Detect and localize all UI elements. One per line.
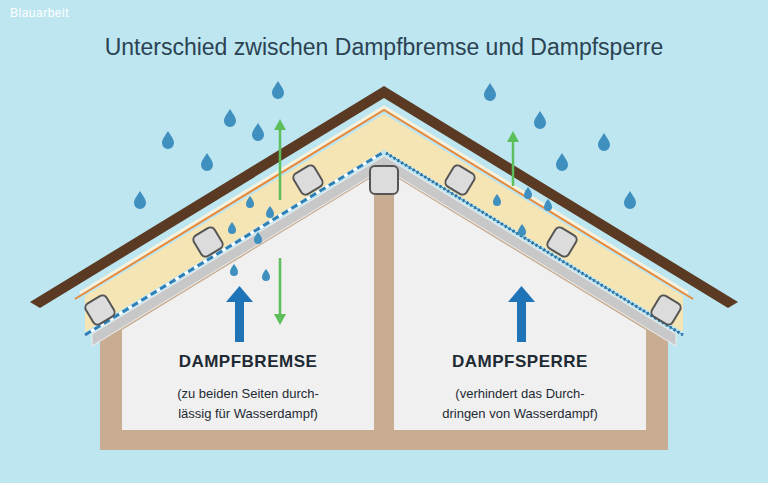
rafters: [84, 164, 683, 327]
room-description: (verhindert das Durch- dringen von Wasse…: [432, 384, 608, 424]
vapour-brake: [85, 153, 382, 335]
center-post: [374, 180, 394, 432]
rain-drops: [134, 81, 636, 209]
room-label: DAMPFBREMSE (zu beiden Seiten durch- läss…: [160, 352, 336, 424]
diagram-title: Unterschied zwischen Dampfbremse und Dam…: [0, 34, 768, 61]
vapour-barrier-dots: [386, 153, 683, 335]
vapour-drops: [228, 187, 552, 281]
room-label: DAMPFSPERRE (verhindert das Durch- dringe…: [432, 352, 608, 424]
warm-air-arrows: [226, 286, 535, 342]
vapour-brake-dashes: [85, 153, 382, 335]
vapour-barrier: [386, 153, 683, 335]
room-heading: DAMPFBREMSE: [160, 352, 336, 372]
watermark: Blauarbeit: [10, 6, 69, 20]
room-heading: DAMPFSPERRE: [432, 352, 608, 372]
vapour-flow-arrows: [274, 119, 519, 325]
ridge-beam: [370, 166, 398, 194]
room-description: (zu beiden Seiten durch- lässig für Wass…: [160, 384, 336, 424]
